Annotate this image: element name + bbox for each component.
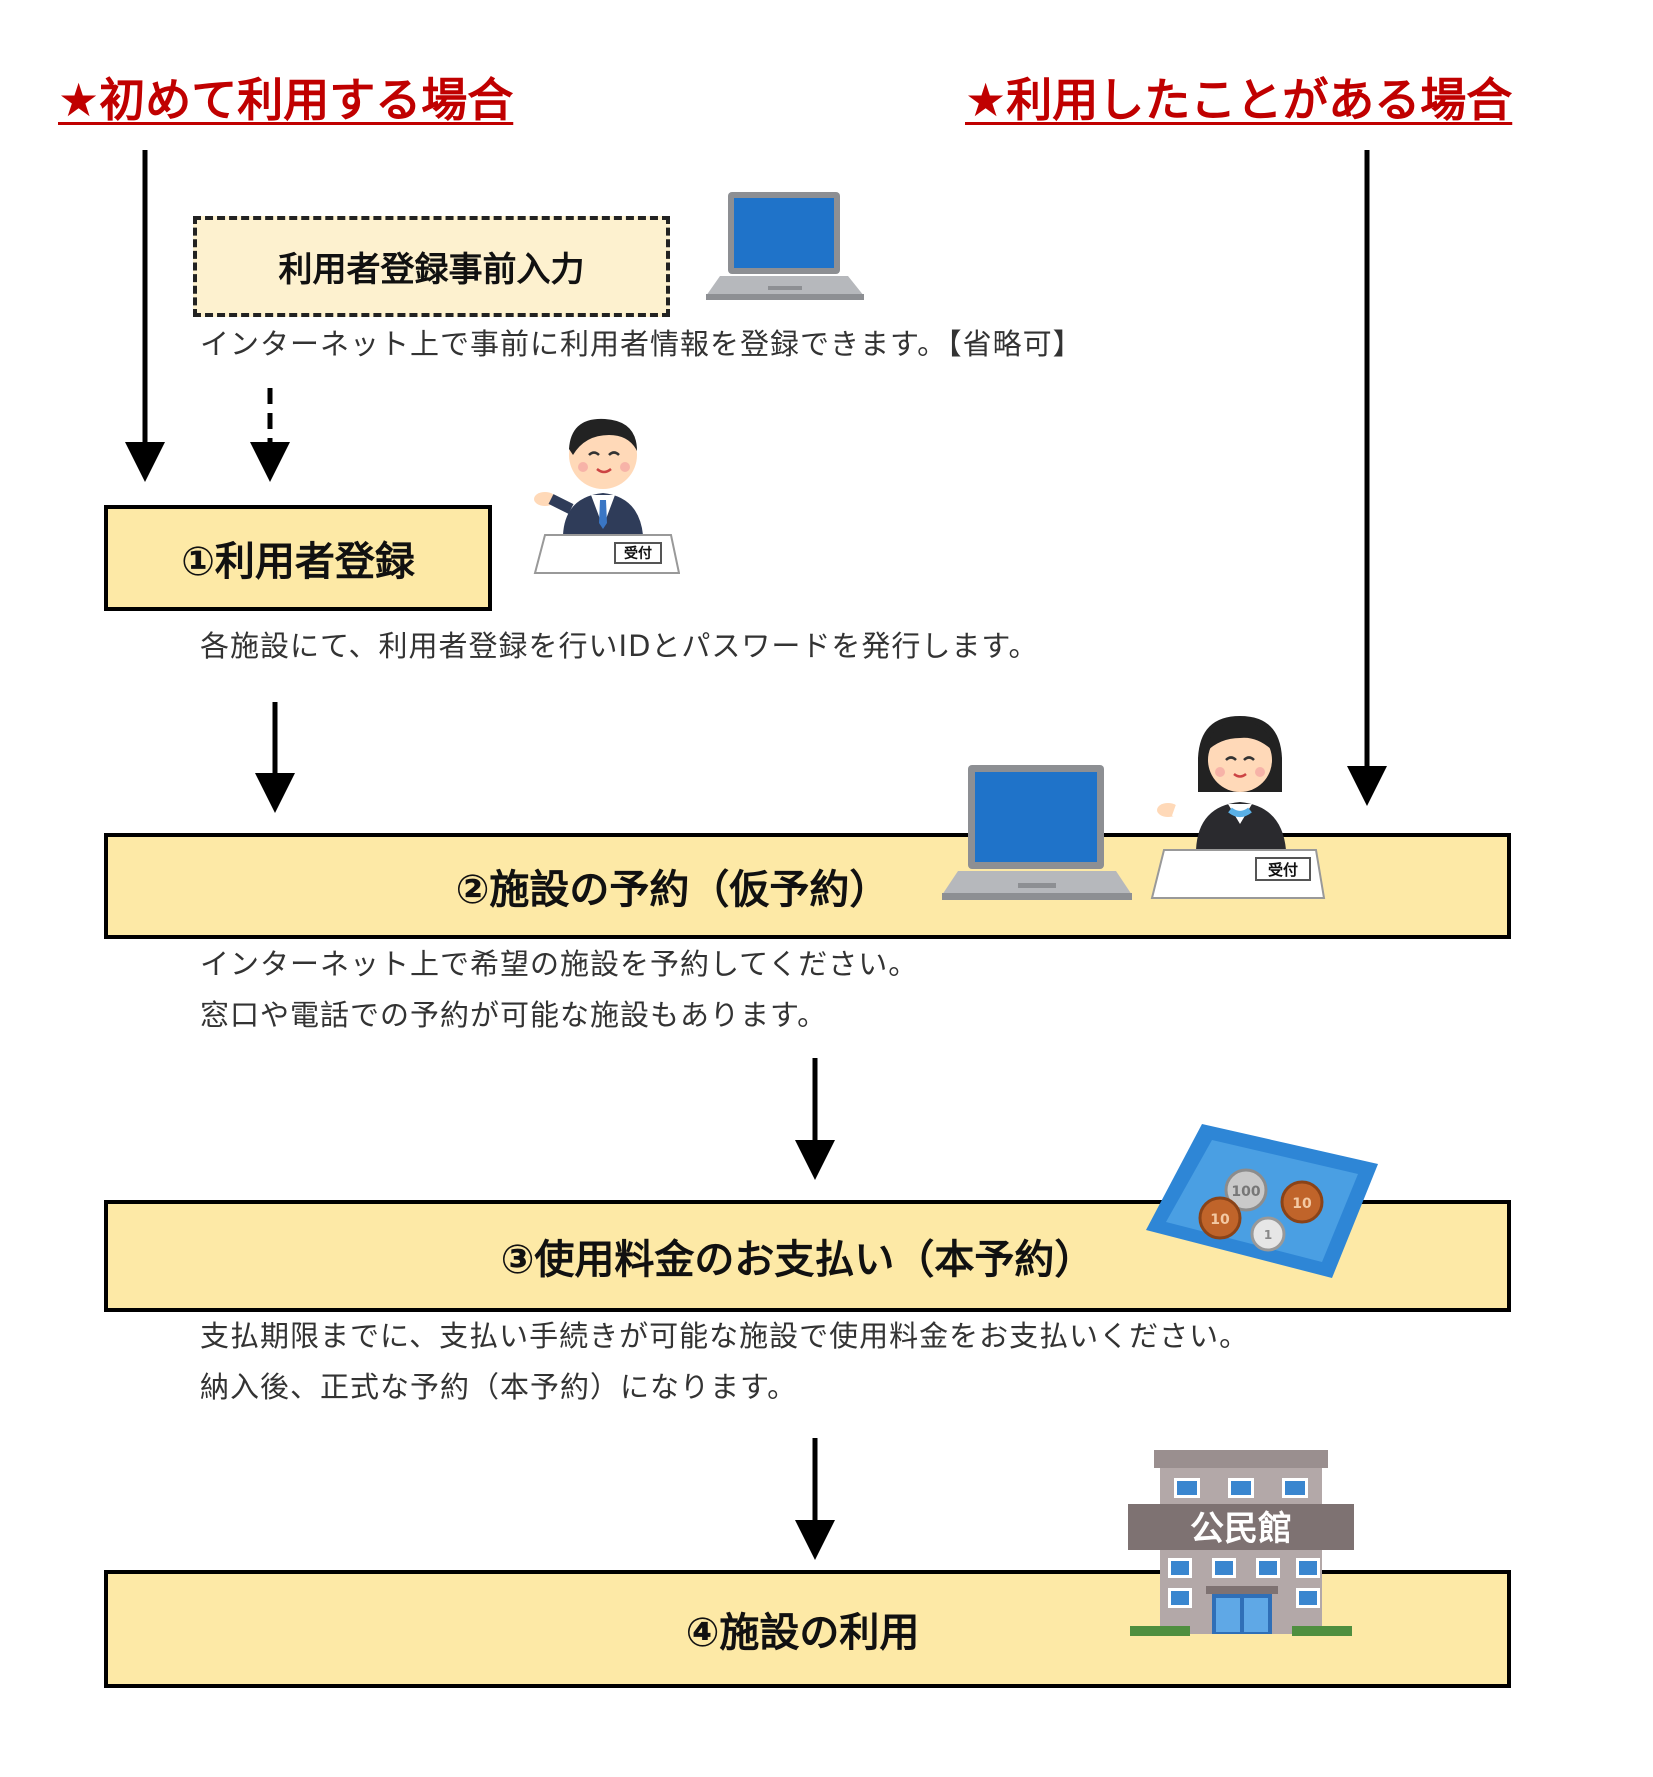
reception-sign-text-1: 受付 [624,545,652,562]
coin-100-text: 100 [1231,1184,1260,1200]
coin-1-text: 1 [1264,1228,1272,1242]
step3-desc-line2: 納入後、正式な予約（本予約）になります。 [200,1370,798,1404]
coin-tray-icon: 100 10 10 1 [1146,1124,1378,1278]
pre-register-desc: インターネット上で事前に利用者情報を登録できます。【省略可】 [200,327,1083,361]
step2-label: ②施設の予約（仮予約） [455,867,890,913]
step1-label: ①利用者登録 [181,539,415,585]
step3-desc-line1: 支払期限までに、支払い手続きが可能な施設で使用料金をお支払いください。 [200,1319,1250,1353]
reception-sign-text-2: 受付 [1268,861,1298,879]
step1-box: ①利用者登録 [104,505,492,611]
community-center-building-icon: 公民館 [1128,1450,1354,1636]
pre-register-label: 利用者登録事前入力 [278,250,585,290]
step3-label: ③使用料金のお支払い（本予約） [500,1237,1095,1283]
step1-desc: 各施設にて、利用者登録を行いIDとパスワードを発行します。 [200,629,1039,663]
pre-register-box: 利用者登録事前入力 [193,216,670,317]
female-receptionist-icon: 受付 [1150,716,1326,899]
step2-desc-line1: インターネット上で希望の施設を予約してください。 [200,947,919,981]
laptop-icon [706,192,864,300]
coin-10-text-a: 10 [1292,1196,1312,1212]
laptop-icon-step2 [942,765,1132,900]
step4-label: ④施設の利用 [685,1610,920,1656]
heading-returning: ★利用したことがある場合 [965,73,1513,127]
heading-first-time: ★初めて利用する場合 [58,73,514,127]
step2-desc-line2: 窓口や電話での予約が可能な施設もあります。 [200,998,828,1032]
male-receptionist-icon: 受付 [533,418,680,574]
coin-10-text-b: 10 [1210,1212,1230,1228]
building-sign-text: 公民館 [1190,1509,1292,1549]
